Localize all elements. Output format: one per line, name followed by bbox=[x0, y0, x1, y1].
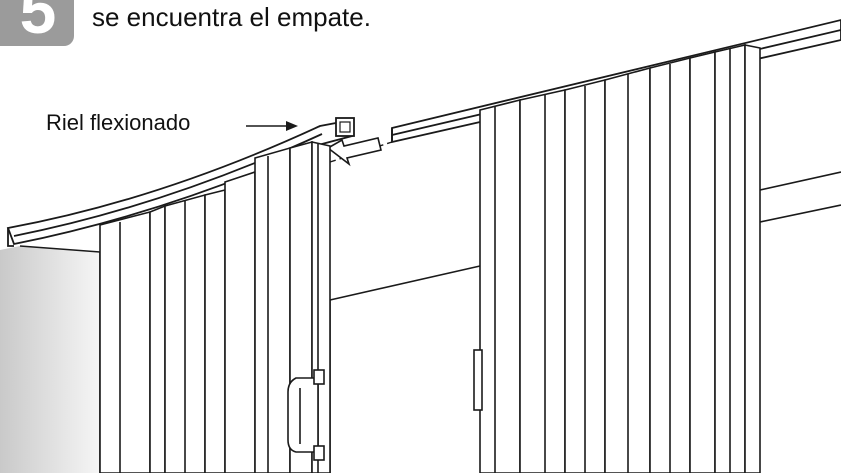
flexed-rail bbox=[6, 117, 355, 247]
flexed-rail-label: Riel flexionado bbox=[46, 110, 191, 135]
step-number: 5 bbox=[19, 0, 57, 47]
left-wall-shading bbox=[0, 246, 100, 473]
left-door-panels bbox=[99, 140, 331, 473]
door-handle-right bbox=[473, 349, 483, 411]
door-handle-left bbox=[287, 369, 325, 461]
step-number-badge: 5 bbox=[0, 0, 74, 46]
push-arrow-icon bbox=[326, 137, 382, 167]
step-instruction-text: se encuentra el empate. bbox=[92, 2, 371, 32]
callout-leader-arrow bbox=[246, 121, 298, 131]
right-door-panels bbox=[479, 43, 761, 473]
